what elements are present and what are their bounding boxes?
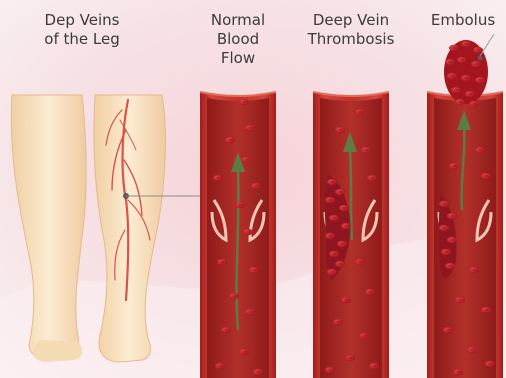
label-dvt-line2: Thrombosis	[296, 30, 406, 49]
label-dvt-line1: Deep Vein	[296, 11, 406, 30]
label-deep-veins-line1: Dep Veins	[22, 11, 142, 30]
dvt-vessel	[313, 92, 389, 378]
embolus-vessel	[427, 92, 503, 378]
normal-flow-vessel	[200, 92, 276, 378]
label-embolus: Embolus	[420, 11, 506, 30]
label-normal-line1: Normal	[188, 11, 288, 30]
label-normal-line2: Blood	[188, 30, 288, 49]
label-deep-veins-line2: of the Leg	[22, 30, 142, 49]
label-normal-line3: Flow	[188, 49, 288, 68]
